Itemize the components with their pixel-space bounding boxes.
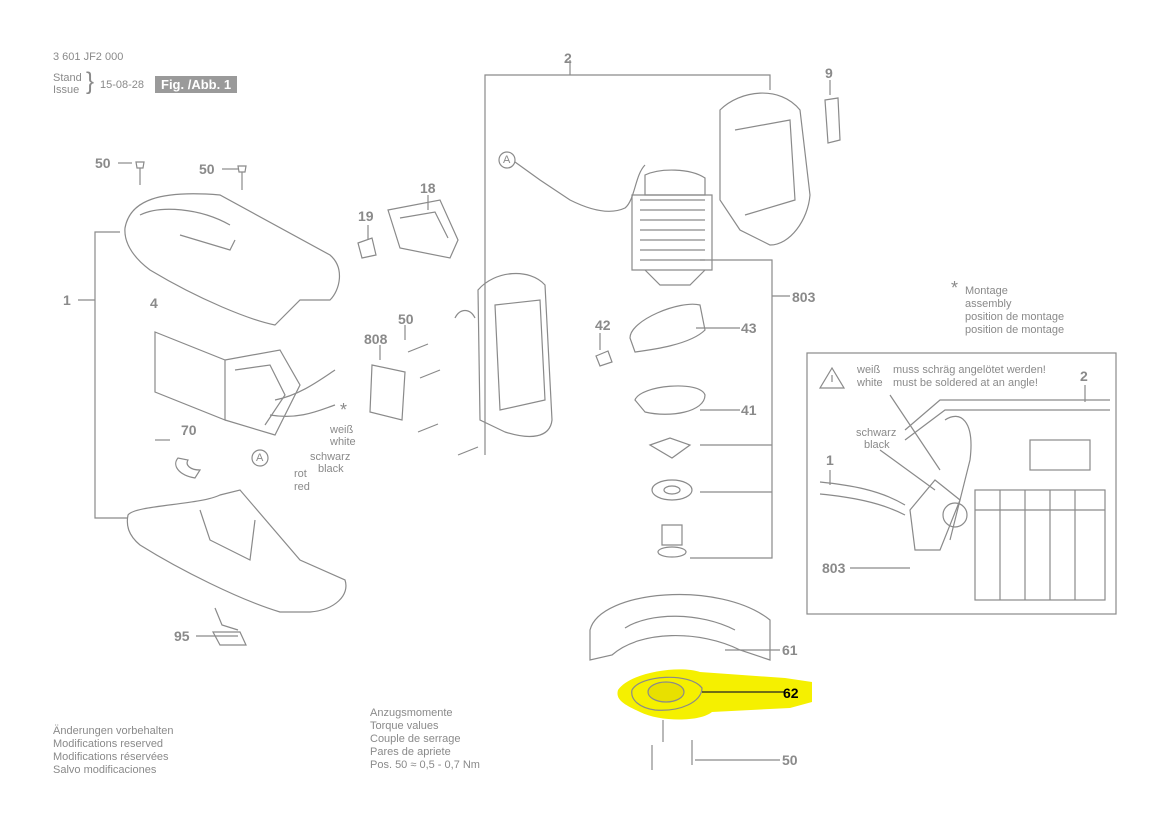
detail-label-schwarz: schwarz [856, 427, 897, 439]
part-2-label: 2 [564, 50, 572, 66]
connector-marker-a: A [503, 154, 511, 166]
torque-line: Anzugsmomente [370, 707, 453, 719]
detail-warning-de: muss schräg angelötet werden! [893, 364, 1046, 376]
part-50-label: 50 [398, 311, 414, 327]
stand-label: Stand [53, 72, 82, 84]
detail-label-white: white [857, 377, 883, 389]
assembly-note: Montage assembly position de montage pos… [965, 285, 1064, 337]
torque-line: Pares de apriete [370, 746, 451, 758]
doc-number: 3 601 JF2 000 [53, 51, 124, 63]
part-18-label: 18 [420, 180, 436, 196]
torque-line: Torque values [370, 720, 439, 732]
wire-label-black: black [318, 463, 344, 475]
wire-label-rot: rot [294, 468, 307, 480]
assembly-note-line: Montage [965, 285, 1008, 297]
issue-date: 15-08-28 [100, 79, 145, 91]
assembly-note-line: assembly [965, 298, 1012, 310]
part-1-label: 1 [63, 292, 71, 308]
part-41-label: 41 [741, 402, 757, 418]
footer-line: Änderungen vorbehalten [53, 725, 174, 737]
torque-line: Couple de serrage [370, 733, 461, 745]
assembly-note-star: * [951, 278, 959, 298]
connector-marker-a: A [256, 452, 264, 464]
part-808-label: 808 [364, 331, 388, 347]
part-50-label: 50 [199, 161, 215, 177]
footer-line: Modifications réservées [53, 751, 169, 763]
part-50-label: 50 [95, 155, 111, 171]
wire-label-schwarz: schwarz [310, 451, 351, 463]
figure-label: Fig. /Abb. 1 [155, 76, 238, 93]
assembly-note-line: position de montage [965, 324, 1065, 336]
torque-line: Pos. 50 ≈ 0,5 - 0,7 Nm [370, 759, 480, 771]
detail-part-803-label: 803 [822, 560, 846, 576]
detail-label-weiss: weiß [857, 364, 881, 376]
wire-label-red: red [294, 481, 310, 493]
wire-label-white: white [330, 436, 356, 448]
assembly-note-line: position de montage [965, 311, 1065, 323]
part-61-label: 61 [782, 642, 798, 658]
part-19-label: 19 [358, 208, 374, 224]
part-70-label: 70 [181, 422, 197, 438]
brace-glyph: } [86, 68, 95, 95]
detail-part-2-label: 2 [1080, 368, 1088, 384]
detail-label-black: black [864, 439, 890, 451]
part-4-label: 4 [150, 295, 158, 311]
part-43-label: 43 [741, 320, 757, 336]
footer-disclaimer: Änderungen vorbehalten Modifications res… [53, 725, 173, 777]
detail-part-1-label: 1 [826, 452, 834, 468]
footer-line: Salvo modificaciones [53, 764, 157, 776]
part-9-label: 9 [825, 65, 833, 81]
part-95-label: 95 [174, 628, 190, 644]
part-50-label: 50 [782, 752, 798, 768]
wire-label-weiss: weiß [330, 424, 354, 436]
part-42-label: 42 [595, 317, 611, 333]
assembly-star-marker: * [340, 400, 348, 420]
part-803-label: 803 [792, 289, 816, 305]
footer-line: Modifications reserved [53, 738, 164, 750]
detail-warning-en: must be soldered at an angle! [893, 377, 1038, 389]
part-62-label: 62 [783, 685, 799, 701]
issue-label: Issue [53, 84, 80, 96]
torque-values: Anzugsmomente Torque values Couple de se… [370, 707, 480, 772]
